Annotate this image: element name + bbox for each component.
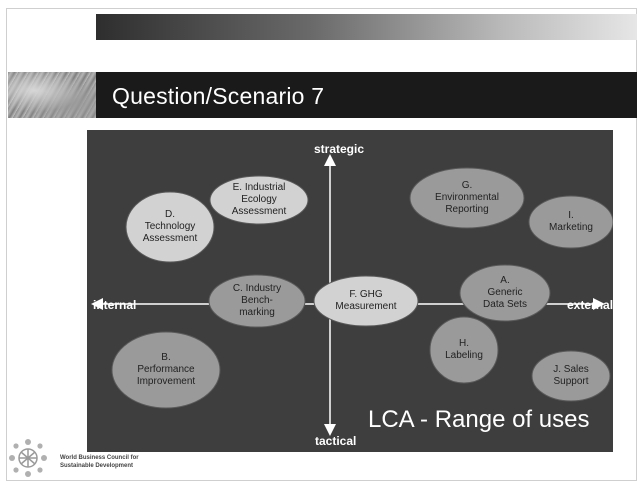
logo-text-line-1: World Business Council for	[60, 455, 139, 461]
bubble-label-line: I.	[568, 210, 574, 221]
bubble-label-line: G.	[461, 180, 473, 191]
logo-text-line-2: Sustainable Development	[60, 463, 134, 469]
bubble-label-line: Support	[553, 376, 589, 387]
bubble-e	[209, 175, 309, 225]
bubble-label-line: Reporting	[445, 204, 489, 215]
bubble-label-line: Assessment	[142, 233, 198, 244]
header-gradient-band	[96, 14, 637, 40]
bubble-label-line: Measurement	[335, 301, 397, 312]
slide-title: Question/Scenario 7	[112, 83, 325, 109]
bubble-f	[313, 275, 419, 327]
bubble-a	[459, 264, 551, 322]
bubble-label-line: Environmental	[435, 192, 499, 203]
axis-label-right: external	[567, 298, 613, 312]
bubble-d	[125, 191, 215, 263]
bubble-label-line: E. Industrial	[232, 182, 286, 193]
bubble-g	[409, 167, 525, 229]
wbcsd-logo-icon	[9, 439, 47, 477]
arrowhead-top-icon	[324, 154, 336, 166]
bubble-label-line: Data Sets	[483, 299, 527, 310]
lca-diagram: strategic tactical internal external D.T…	[87, 130, 613, 452]
axis-label-top: strategic	[314, 142, 365, 156]
bubble-label-line: D.	[165, 209, 175, 220]
bubble-label-line: Marketing	[549, 222, 593, 233]
bubble-j	[531, 350, 611, 402]
bubble-label-line: Assessment	[231, 206, 287, 217]
header-texture-image	[8, 72, 96, 118]
bubble-label-line: F. GHG	[349, 289, 383, 300]
bubble-h	[429, 316, 499, 384]
bubble-c	[208, 274, 306, 328]
bubble-label-line: Performance	[137, 364, 195, 375]
bubble-label-i: I.Marketing	[549, 210, 593, 234]
bubble-label-line: B.	[161, 352, 171, 363]
bubble-label-line: Ecology	[241, 194, 277, 205]
bubble-label-line: Technology	[144, 221, 196, 232]
diagram-canvas	[91, 154, 613, 436]
bubble-label-line: Labeling	[445, 350, 483, 361]
bubble-label-line: H.	[459, 338, 469, 349]
bubble-label-line: Generic	[487, 287, 523, 298]
logo-text: World Business Council for Sustainable D…	[60, 454, 139, 470]
bubble-label-line: Bench-	[241, 295, 273, 306]
bubble-label-line: A.	[500, 275, 510, 286]
bubble-label-line: J. Sales	[553, 364, 589, 375]
bubble-label-line: C. Industry	[232, 283, 282, 294]
arrowhead-left-icon	[91, 298, 103, 310]
axis-label-bottom: tactical	[315, 434, 357, 448]
bubble-i	[528, 195, 613, 249]
bubble-label-line: Improvement	[136, 376, 196, 387]
diagram-caption: LCA - Range of uses	[368, 406, 590, 433]
arrowhead-bottom-icon	[324, 424, 336, 436]
arrowhead-right-icon	[593, 298, 605, 310]
bubble-b	[111, 331, 221, 409]
bubble-label-line: marking	[239, 307, 275, 318]
axis-label-left: internal	[93, 298, 137, 312]
title-bar	[96, 72, 637, 118]
bubble-label-h: H.Labeling	[445, 338, 483, 362]
